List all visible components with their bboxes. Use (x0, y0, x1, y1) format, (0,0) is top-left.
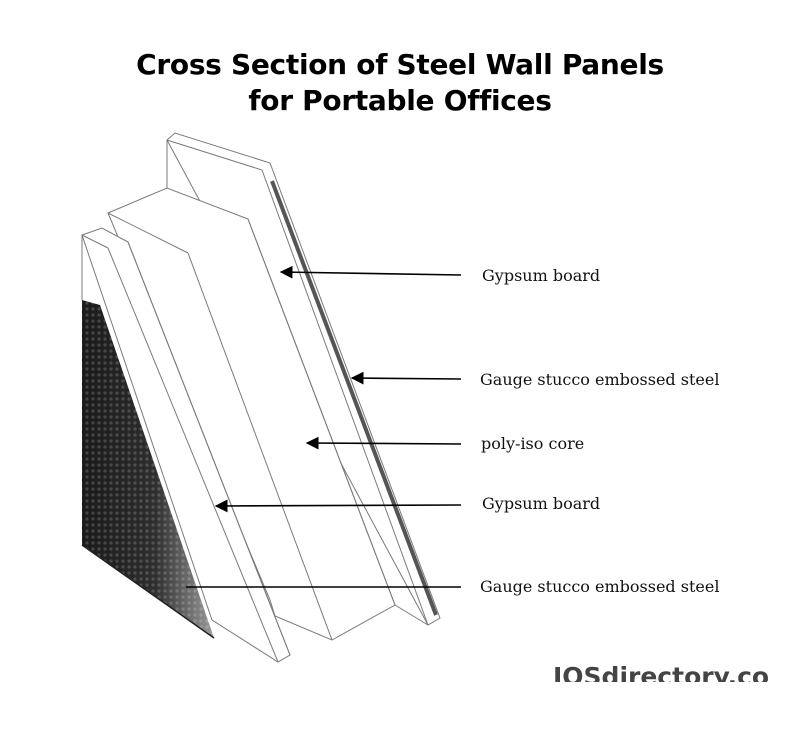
label-poly-iso-core: poly-iso core (481, 434, 585, 453)
label-rear-gypsum-board: Gypsum board (482, 266, 601, 285)
arrow-rear-gypsum-board (279, 265, 462, 279)
label-front-gypsum-board: Gypsum board (482, 494, 601, 513)
front-stucco-steel-face (81, 300, 215, 639)
watermark: IQSdirectory.com (553, 662, 768, 682)
label-rear-steel: Gauge stucco embossed steel (480, 370, 720, 389)
label-front-steel: Gauge stucco embossed steel (480, 577, 720, 596)
rear-stucco-steel-sheet (270, 180, 438, 616)
diagram-title-line-1: Cross Section of Steel Wall Panels (136, 48, 664, 81)
arrow-poly-iso-core (305, 436, 462, 450)
arrow-front-gypsum-board (214, 499, 462, 513)
front-gypsum-board-layer (81, 227, 291, 663)
poly-iso-core-layer (107, 187, 429, 641)
diagram-title-line-2: for Portable Offices (248, 84, 552, 117)
arrow-rear-steel (350, 371, 462, 385)
